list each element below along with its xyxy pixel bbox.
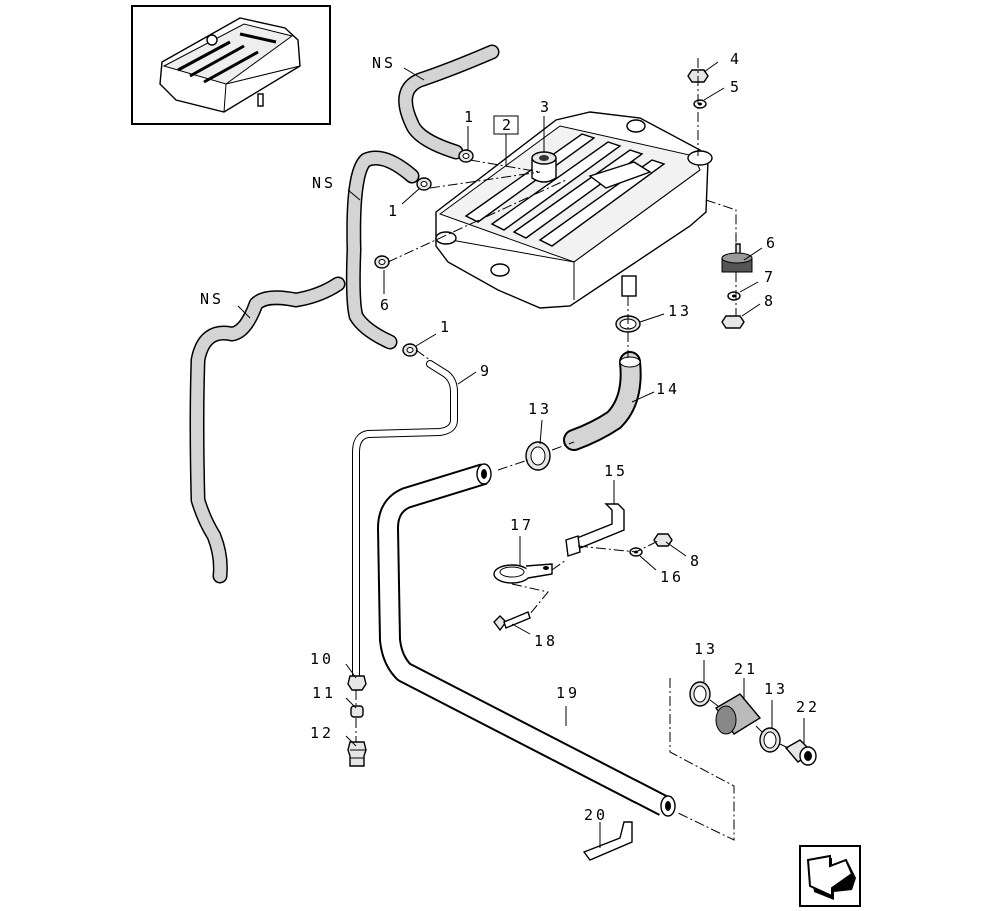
callout-10: 10 — [310, 650, 334, 668]
callout-18: 18 — [534, 632, 558, 650]
hose-clamp-1b[interactable] — [416, 177, 432, 191]
union-12[interactable] — [347, 741, 367, 767]
olive-11[interactable] — [350, 705, 364, 718]
grommet-6a[interactable] — [374, 255, 390, 269]
callout-1a: 1 — [464, 108, 476, 126]
callout-9: 9 — [480, 362, 492, 380]
callout-13d: 13 — [764, 680, 788, 698]
washer-5[interactable] — [693, 99, 707, 109]
washer-7[interactable] — [727, 291, 741, 301]
nut-10[interactable] — [347, 675, 367, 691]
nut-8a[interactable] — [721, 315, 745, 329]
hose-clamp-1a[interactable] — [458, 149, 474, 163]
callout-13b: 13 — [528, 400, 552, 418]
callout-14: 14 — [656, 380, 680, 398]
callout-7: 7 — [764, 268, 776, 286]
p-clip-17[interactable] — [493, 563, 553, 584]
callout-8a: 8 — [764, 292, 776, 310]
fuel-pipe-9[interactable] — [352, 360, 458, 680]
callout-1b: 1 — [388, 202, 400, 220]
callout-6b: 6 — [766, 234, 778, 252]
callout-17: 17 — [510, 516, 534, 534]
next-page-arrow-icon[interactable] — [799, 845, 861, 907]
hose-14[interactable] — [563, 351, 642, 451]
hose-clamp-13d[interactable] — [759, 727, 781, 753]
callout-1c: 1 — [440, 318, 452, 336]
callout-22: 22 — [796, 698, 820, 716]
callout-16: 16 — [660, 568, 684, 586]
hose-19[interactable] — [377, 463, 676, 817]
callout-13c: 13 — [694, 640, 718, 658]
callout-8b: 8 — [690, 552, 702, 570]
hose-clamp-1c[interactable] — [402, 343, 418, 357]
connector-22[interactable] — [784, 739, 817, 766]
return-hose-top[interactable] — [398, 44, 500, 160]
assembly-centerlines — [355, 58, 789, 841]
callout-ns-top: NS — [372, 54, 396, 72]
rubber-mount-6b[interactable] — [721, 243, 753, 273]
callout-ns-mid: NS — [312, 174, 336, 192]
bracket-20[interactable] — [582, 821, 633, 861]
tank-overview-thumbnail[interactable] — [131, 5, 331, 125]
callout-11: 11 — [312, 684, 336, 702]
callout-13a: 13 — [668, 302, 692, 320]
overflow-hose[interactable] — [189, 276, 346, 584]
callout-12: 12 — [310, 724, 334, 742]
callout-6a: 6 — [380, 296, 392, 314]
section-ref-box — [493, 115, 519, 135]
callout-15: 15 — [604, 462, 628, 480]
callout-21: 21 — [734, 660, 758, 678]
hose-clamp-13b[interactable] — [525, 441, 551, 471]
hose-clamp-13c[interactable] — [689, 681, 711, 707]
leader-lines — [237, 61, 805, 848]
callout-labels: NS NS NS 1 1 1 2 3 4 5 6 6 7 8 8 9 10 11… — [200, 50, 820, 824]
callout-section-ref: 2 — [502, 116, 514, 134]
vent-hose[interactable] — [345, 150, 420, 350]
callout-ns-left: NS — [200, 290, 224, 308]
bracket-15[interactable] — [565, 503, 625, 557]
callout-3: 3 — [540, 98, 552, 116]
sleeve-21[interactable] — [714, 693, 762, 735]
callout-19: 19 — [556, 684, 580, 702]
callout-5: 5 — [730, 78, 742, 96]
bolt-18[interactable] — [493, 611, 531, 632]
callout-20: 20 — [584, 806, 608, 824]
fuel-tank[interactable] — [435, 111, 713, 309]
callout-4: 4 — [730, 50, 742, 68]
